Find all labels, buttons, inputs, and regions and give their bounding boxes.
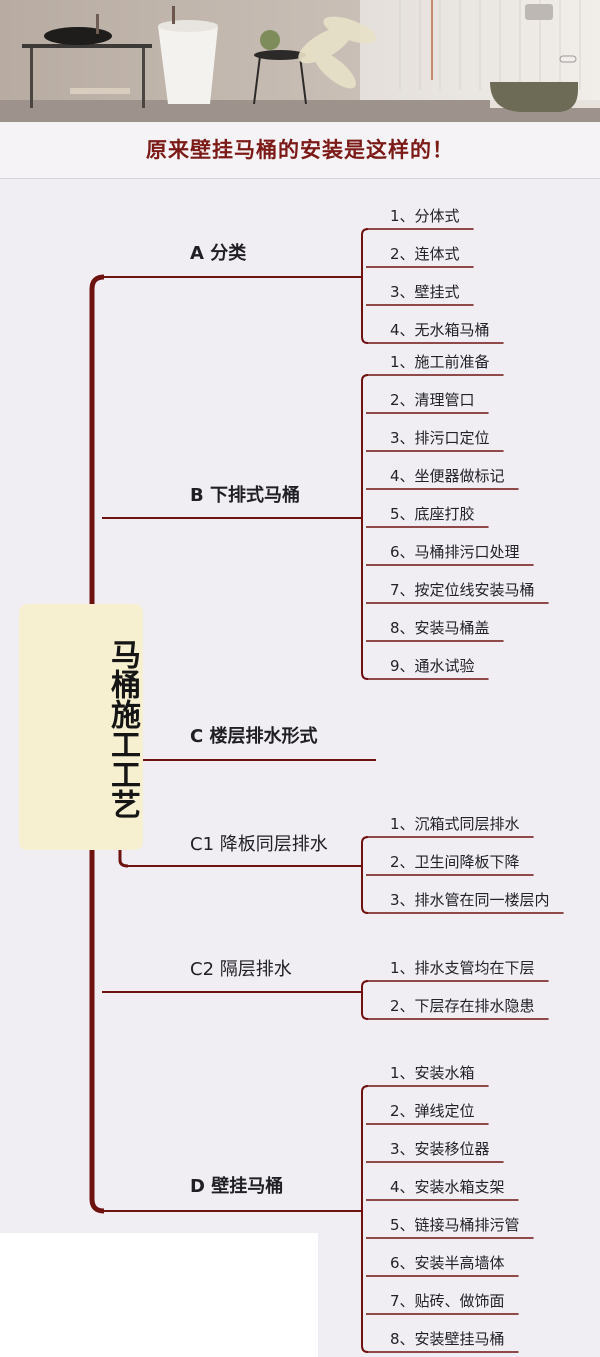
leaf-item: 1、安装水箱 xyxy=(390,1064,475,1082)
leaf-item: 1、分体式 xyxy=(390,207,460,225)
leaf-item: 2、下层存在排水隐患 xyxy=(390,997,535,1015)
branch-label-d: D 壁挂马桶 xyxy=(190,1176,284,1197)
leaf-item: 5、链接马桶排污管 xyxy=(390,1216,520,1234)
leaf-item: 6、安装半高墙体 xyxy=(390,1254,505,1272)
leaf-item: 2、弹线定位 xyxy=(390,1102,475,1120)
leaf-item: 8、安装马桶盖 xyxy=(390,619,490,637)
bathroom-photo-illustration xyxy=(0,0,600,122)
leaf-item: 3、排水管在同一楼层内 xyxy=(390,891,550,909)
leaf-item: 4、无水箱马桶 xyxy=(390,321,490,339)
branch-label-c1: C1 降板同层排水 xyxy=(190,834,328,855)
leaf-item: 6、马桶排污口处理 xyxy=(390,543,520,561)
leaf-item: 1、排水支管均在下层 xyxy=(390,959,535,977)
leaf-item: 2、连体式 xyxy=(390,245,460,263)
leaf-item: 7、贴砖、做饰面 xyxy=(390,1292,505,1310)
title-bar: 原来壁挂马桶的安装是这样的！ xyxy=(0,122,600,179)
center-node: 马桶施工工艺 xyxy=(19,604,143,850)
leaf-item: 1、施工前准备 xyxy=(390,353,490,371)
branch-label-b: B 下排式马桶 xyxy=(190,485,300,506)
leaf-spine xyxy=(361,980,369,1020)
leaf-item: 7、按定位线安装马桶 xyxy=(390,581,535,599)
branch-label-a: A 分类 xyxy=(190,243,247,264)
leaf-item: 9、通水试验 xyxy=(390,657,475,675)
leaf-item: 5、底座打胶 xyxy=(390,505,475,523)
leaf-spine xyxy=(361,374,369,680)
page-title: 原来壁挂马桶的安装是这样的！ xyxy=(146,138,454,162)
leaf-item: 3、排污口定位 xyxy=(390,429,490,447)
leaf-item: 2、清理管口 xyxy=(390,391,475,409)
leaf-item: 3、壁挂式 xyxy=(390,283,460,301)
branch-label-c2: C2 隔层排水 xyxy=(190,959,292,980)
leaf-spine xyxy=(361,836,369,914)
leaf-spine xyxy=(361,1085,369,1353)
center-node-label: 马桶施工工艺 xyxy=(105,639,140,819)
leaf-item: 4、坐便器做标记 xyxy=(390,467,505,485)
bathroom-photo xyxy=(0,0,600,122)
leaf-item: 8、安装壁挂马桶 xyxy=(390,1330,505,1348)
leaf-item: 3、安装移位器 xyxy=(390,1140,490,1158)
branch-label-c: C 楼层排水形式 xyxy=(190,726,318,747)
leaf-item: 1、沉箱式同层排水 xyxy=(390,815,520,833)
blank-area xyxy=(0,1233,318,1357)
leaf-item: 4、安装水箱支架 xyxy=(390,1178,505,1196)
leaf-spine xyxy=(361,228,369,344)
leaf-item: 2、卫生间降板下降 xyxy=(390,853,520,871)
